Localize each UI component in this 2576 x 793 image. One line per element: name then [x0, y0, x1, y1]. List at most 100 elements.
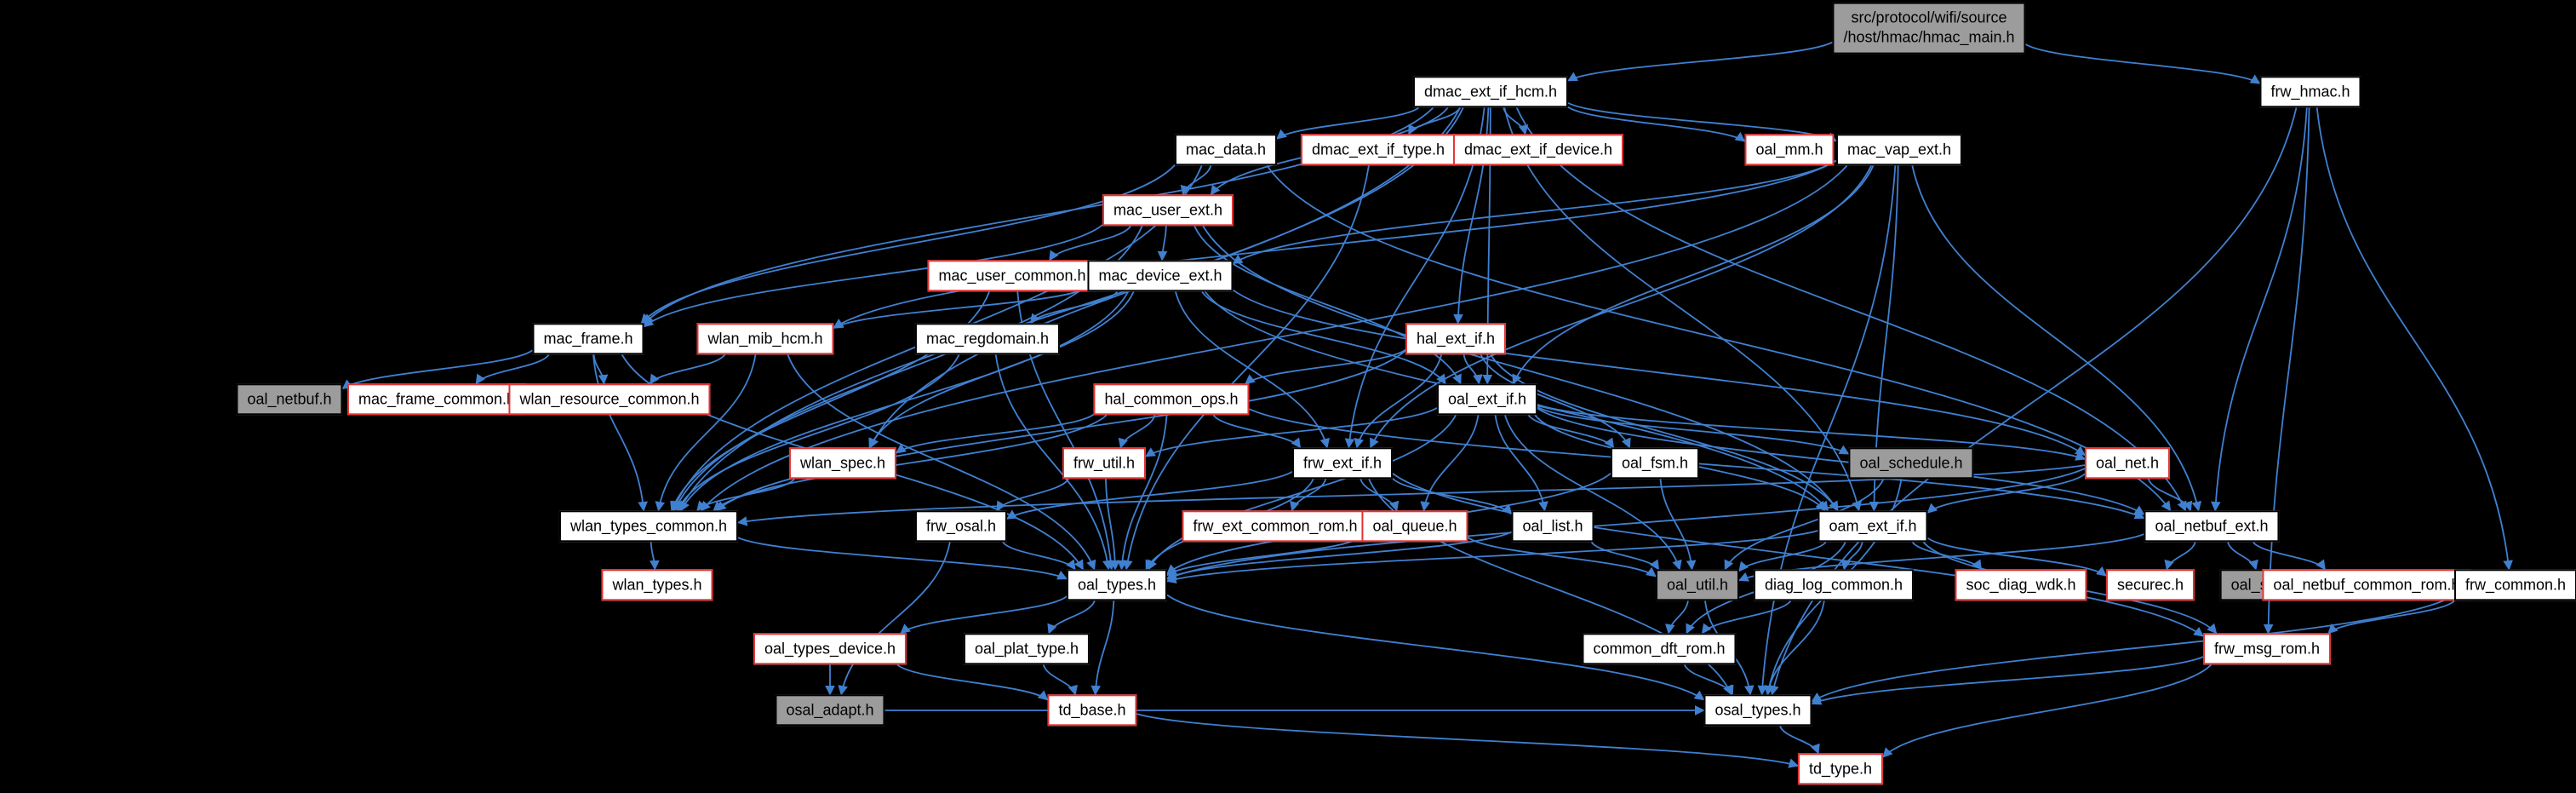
- graph-node-mac_data[interactable]: mac_data.h: [1174, 134, 1278, 166]
- graph-node-oal_net[interactable]: oal_net.h: [2084, 447, 2171, 480]
- graph-node-wlan_spec[interactable]: wlan_spec.h: [788, 447, 897, 480]
- edge-frw_ext_if-to-oal_list: [1392, 478, 1513, 515]
- graph-node-frw_msg_rom[interactable]: frw_msg_rom.h: [2202, 633, 2332, 665]
- graph-node-frw_util[interactable]: frw_util.h: [1062, 447, 1147, 480]
- graph-node-frw_hmac[interactable]: frw_hmac.h: [2259, 76, 2361, 108]
- graph-node-oal_plat_type[interactable]: oal_plat_type.h: [963, 633, 1091, 665]
- graph-node-mac_user_ext[interactable]: mac_user_ext.h: [1102, 194, 1234, 227]
- edge-oam_ext_if-to-oal_util: [1738, 541, 1827, 572]
- edge-mac_device_ext-to-frw_ext_if: [1175, 291, 1331, 449]
- graph-node-dmac_ext_if_hcm[interactable]: dmac_ext_if_hcm.h: [1412, 76, 1569, 108]
- edge-oal_queue-to-oal_util: [1467, 537, 1657, 578]
- graph-node-frw_osal[interactable]: frw_osal.h: [914, 510, 1008, 543]
- edge-hal_ext_if-to-wlan_types_common: [715, 350, 1406, 512]
- graph-node-oal_list[interactable]: oal_list.h: [1511, 510, 1594, 543]
- edge-oal_ext_if-to-oal_list: [1494, 415, 1548, 512]
- graph-node-oal_netbuf_common_rom[interactable]: oal_netbuf_common_rom.h: [2262, 569, 2471, 601]
- edge-wlan_mib_hcm-to-wlan_types_common: [655, 354, 757, 512]
- graph-node-oal_ext_if[interactable]: oal_ext_if.h: [1436, 383, 1538, 416]
- graph-node-dmac_ext_if_type[interactable]: dmac_ext_if_type.h: [1300, 134, 1457, 166]
- graph-node-diag_log_common[interactable]: diag_log_common.h: [1753, 569, 1915, 601]
- graph-node-mac_vap_ext[interactable]: mac_vap_ext.h: [1835, 134, 1963, 166]
- graph-node-dmac_ext_if_device[interactable]: dmac_ext_if_device.h: [1452, 134, 1624, 166]
- graph-node-oam_ext_if[interactable]: oam_ext_if.h: [1818, 510, 1928, 543]
- graph-node-oal_types[interactable]: oal_types.h: [1066, 569, 1168, 601]
- edge-mac_data-to-mac_user_ext: [1180, 165, 1212, 196]
- edge-frw_util-to-oal_types: [1105, 479, 1120, 571]
- graph-node-mac_frame[interactable]: mac_frame.h: [532, 323, 644, 355]
- graph-node-common_dft_rom[interactable]: common_dft_rom.h: [1582, 633, 1737, 665]
- graph-node-oal_schedule[interactable]: oal_schedule.h: [1848, 447, 1974, 480]
- graph-node-mac_user_common[interactable]: mac_user_common.h: [927, 260, 1097, 292]
- edge-oal_types_device-to-td_base: [896, 664, 1049, 701]
- graph-node-wlan_types[interactable]: wlan_types.h: [601, 569, 713, 601]
- graph-node-frw_ext_common_rom[interactable]: frw_ext_common_rom.h: [1182, 510, 1369, 543]
- graph-node-mac_regdomain[interactable]: mac_regdomain.h: [914, 323, 1061, 355]
- graph-node-oal_mm[interactable]: oal_mm.h: [1744, 134, 1835, 166]
- edge-mac_vap_ext-to-oal_ext_if: [1512, 165, 1875, 385]
- edge-hal_ext_if-to-frw_ext_if: [1354, 354, 1443, 449]
- edge-diag_log_common-to-osal_types: [1764, 600, 1825, 696]
- edge-mac_vap_ext-to-osal_types: [1757, 165, 1897, 696]
- edge-frw_osal-to-osal_adapt: [838, 542, 951, 696]
- graph-node-frw_common[interactable]: frw_common.h: [2453, 569, 2576, 601]
- edge-oal_ext_if-to-oal_util: [1504, 415, 1682, 571]
- edge-oal_list-to-oal_util: [1590, 541, 1660, 571]
- graph-node-hal_ext_if[interactable]: hal_ext_if.h: [1405, 323, 1507, 355]
- edge-oal_util-to-common_dft_rom: [1665, 600, 1689, 635]
- edge-wlan_types_common-to-oal_types: [737, 537, 1068, 580]
- graph-node-oal_types_device[interactable]: oal_types_device.h: [753, 633, 907, 665]
- edge-common_dft_rom-to-osal_types: [1683, 664, 1734, 696]
- edge-mac_vap_ext-to-wlan_mib_hcm: [833, 159, 1837, 329]
- graph-node-mac_frame_common[interactable]: mac_frame_common.h: [346, 383, 527, 416]
- graph-node-td_base[interactable]: td_base.h: [1047, 694, 1137, 727]
- edge-frw_msg_rom-to-osal_types: [1811, 656, 2204, 705]
- graph-node-hmac_main[interactable]: src/protocol/wifi/source /host/hmac/hmac…: [1832, 2, 2026, 55]
- edge-hal_common_ops-to-frw_util: [1118, 415, 1156, 449]
- edge-td_base-to-td_type: [1136, 713, 1800, 768]
- edge-frw_ext_if-to-frw_ext_common_rom: [1290, 479, 1327, 512]
- edge-hal_ext_if-to-oal_ext_if: [1463, 354, 1483, 385]
- graph-node-td_type[interactable]: td_type.h: [1797, 753, 1884, 785]
- edge-hal_common_ops-to-frw_ext_if: [1212, 414, 1302, 449]
- edge-oal_netbuf_ext-to-oal_skbuff: [2227, 542, 2258, 571]
- graph-node-wlan_mib_hcm[interactable]: wlan_mib_hcm.h: [696, 323, 834, 355]
- edge-oal_plat_type-to-td_base: [1042, 664, 1078, 696]
- edge-wlan_spec-to-wlan_types_common: [696, 478, 795, 512]
- edge-frw_osal-to-oal_types: [1002, 541, 1076, 571]
- edge-frw_msg_rom-to-td_type: [1882, 664, 2212, 758]
- edge-oam_ext_if-to-soc_diag_wdk: [1911, 541, 1983, 571]
- graph-node-securec[interactable]: securec.h: [2105, 569, 2195, 601]
- edge-wlan_mib_hcm-to-wlan_resource_common: [649, 353, 726, 385]
- graph-node-osal_types[interactable]: osal_types.h: [1703, 694, 1812, 727]
- edge-oal_netbuf_ext-to-oal_netbuf_common_rom: [2253, 541, 2326, 571]
- graph-node-osal_adapt[interactable]: osal_adapt.h: [775, 694, 885, 727]
- edge-hal_common_ops-to-wlan_types_common: [713, 414, 1108, 512]
- graph-node-wlan_resource_common[interactable]: wlan_resource_common.h: [508, 383, 711, 416]
- edge-frw_common-to-osal_types: [1811, 595, 2455, 703]
- graph-node-oal_netbuf_ext[interactable]: oal_netbuf_ext.h: [2144, 510, 2280, 543]
- graph-node-oal_queue[interactable]: oal_queue.h: [1361, 510, 1468, 543]
- edge-mac_user_ext-to-mac_device_ext: [1157, 226, 1168, 261]
- edge-oal_net-to-oal_netbuf_ext: [2147, 479, 2193, 512]
- edge-dmac_ext_if_hcm-to-dmac_ext_if_device: [1503, 107, 1529, 135]
- graph-node-oal_netbuf[interactable]: oal_netbuf.h: [236, 383, 343, 416]
- graph-node-hal_common_ops[interactable]: hal_common_ops.h: [1093, 383, 1250, 416]
- edge-frw_ext_if-to-oal_queue: [1360, 479, 1400, 512]
- edge-mac_frame-to-mac_frame_common: [475, 353, 550, 385]
- graph-node-oal_util[interactable]: oal_util.h: [1655, 569, 1740, 601]
- edge-mac_device_ext-to-oal_net: [1232, 289, 2086, 457]
- graph-node-mac_device_ext[interactable]: mac_device_ext.h: [1087, 260, 1234, 292]
- edge-frw_hmac-to-oal_netbuf_ext: [2211, 107, 2308, 512]
- edge-mac_frame-to-wlan_types_common: [592, 354, 648, 512]
- graph-node-soc_diag_wdk[interactable]: soc_diag_wdk.h: [1955, 569, 2087, 601]
- edge-mac_data-to-oal_netbuf_ext: [1266, 164, 2172, 512]
- graph-node-wlan_types_common[interactable]: wlan_types_common.h: [558, 510, 739, 543]
- graph-node-frw_ext_if[interactable]: frw_ext_if.h: [1291, 447, 1394, 480]
- edge-mac_data-to-mac_frame: [640, 164, 1176, 325]
- graph-node-oal_fsm[interactable]: oal_fsm.h: [1610, 447, 1700, 480]
- edge-mac_vap_ext-to-mac_device_ext: [1232, 159, 1837, 265]
- edge-oal_types-to-oal_plat_type: [1047, 600, 1096, 635]
- edge-oal_types-to-oal_types_device: [900, 595, 1068, 635]
- edge-mac_device_ext-to-mac_regdomain: [1030, 290, 1118, 325]
